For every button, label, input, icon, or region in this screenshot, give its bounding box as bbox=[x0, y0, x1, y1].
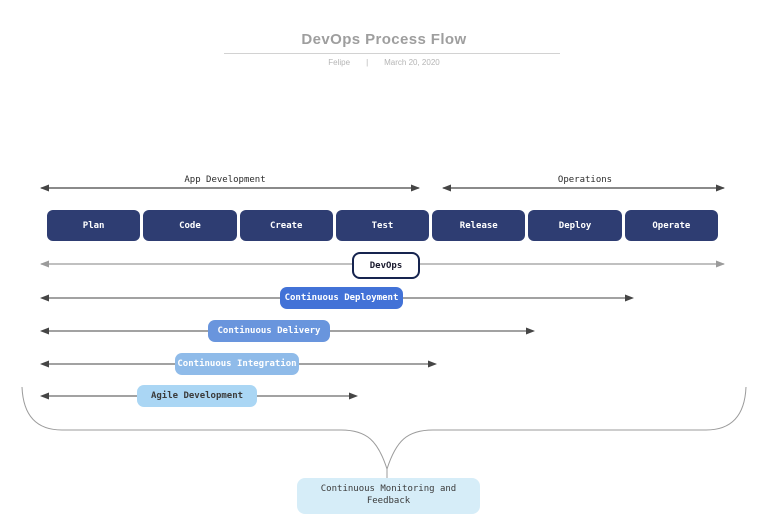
title-divider bbox=[224, 53, 560, 54]
phase-label-operations: Operations bbox=[557, 175, 613, 185]
band-continuous-delivery: Continuous Delivery bbox=[208, 320, 330, 342]
band-agile-development: Agile Development bbox=[137, 385, 257, 407]
stage-operate: Operate bbox=[624, 210, 718, 241]
stage-test: Test bbox=[335, 210, 430, 241]
band-devops: DevOps bbox=[352, 252, 420, 279]
stage-create: Create bbox=[239, 210, 333, 241]
continuous-monitoring-feedback-box: Continuous Monitoring and Feedback bbox=[297, 478, 480, 514]
stage-plan: Plan bbox=[47, 210, 141, 241]
band-continuous-integration: Continuous Integration bbox=[175, 353, 299, 375]
stage-code: Code bbox=[143, 210, 237, 241]
phase-label-app-development: App Development bbox=[184, 175, 266, 185]
date: March 20, 2020 bbox=[384, 58, 440, 67]
stage-deploy: Deploy bbox=[528, 210, 622, 241]
curly-brace bbox=[21, 386, 747, 471]
author-name: Felipe bbox=[328, 58, 351, 67]
stage-release: Release bbox=[432, 210, 526, 241]
band-continuous-deployment: Continuous Deployment bbox=[280, 287, 403, 309]
byline-separator: | bbox=[366, 58, 369, 67]
stage-row: Plan Code Create Test Release Deploy Ope… bbox=[47, 210, 718, 241]
page-title: DevOps Process Flow bbox=[301, 31, 467, 48]
byline: Felipe | March 20, 2020 bbox=[0, 58, 768, 67]
